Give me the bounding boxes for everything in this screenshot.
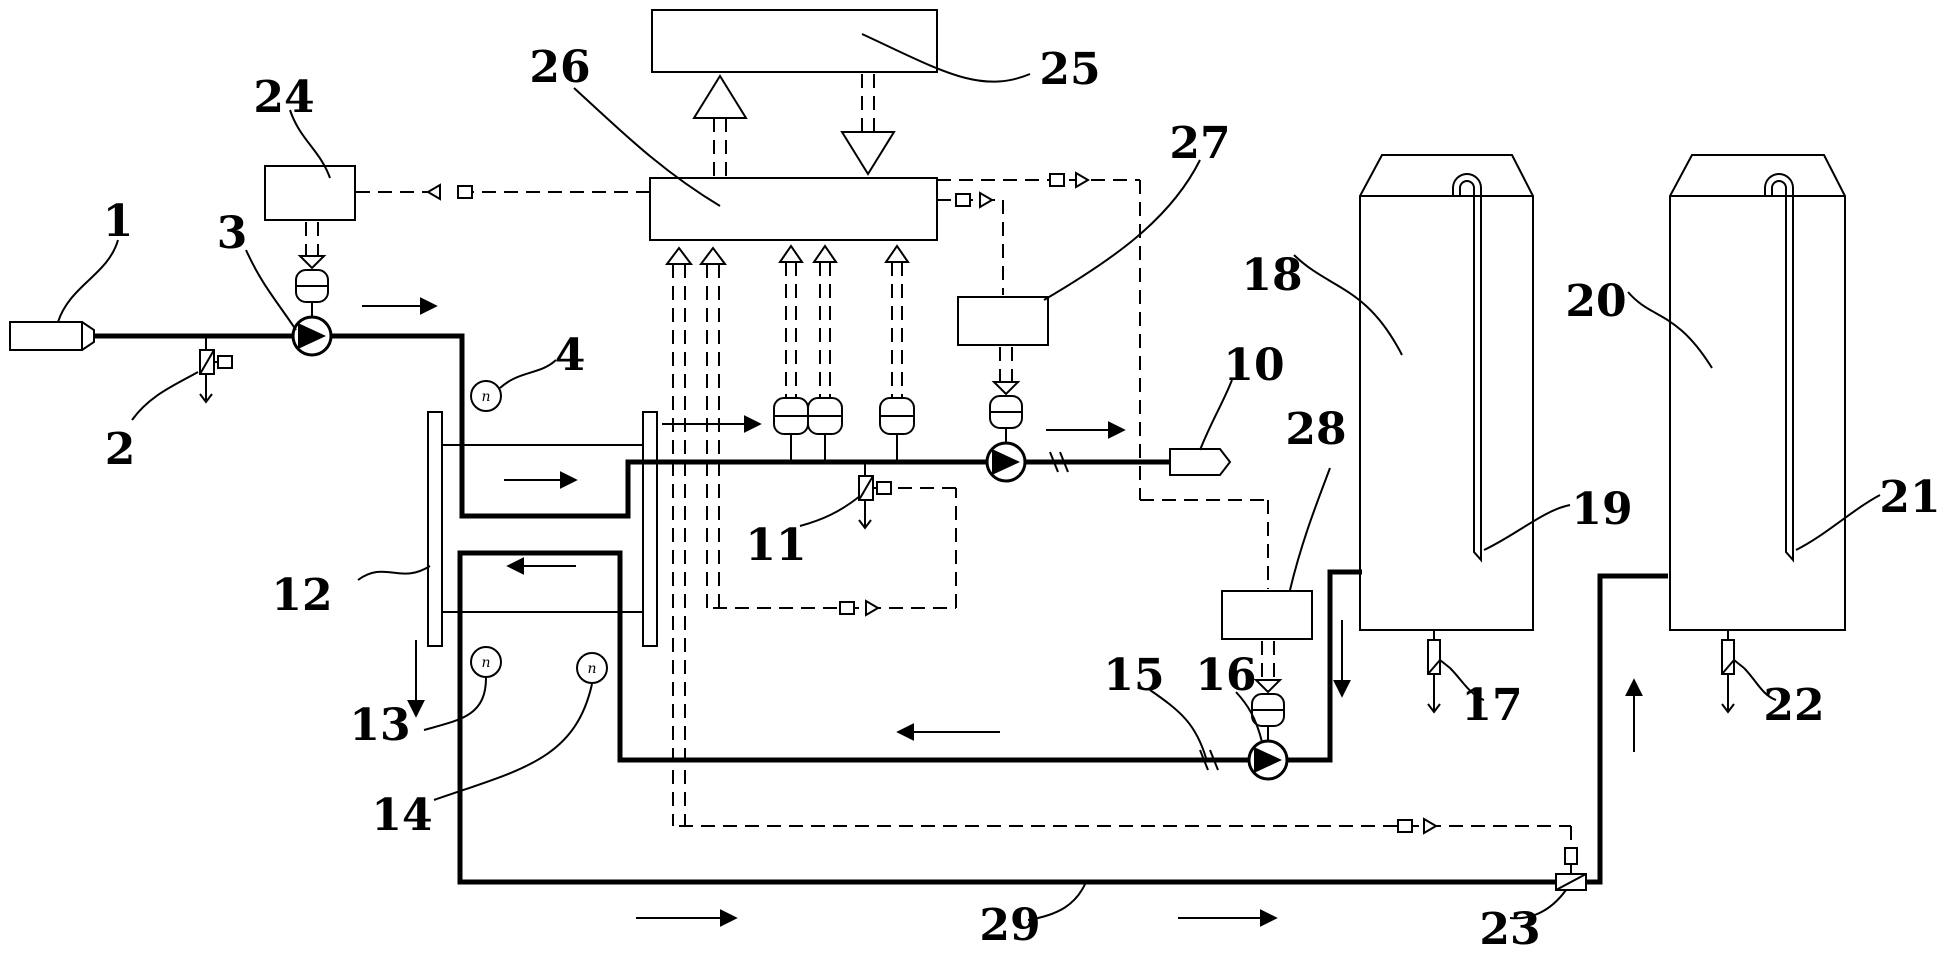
label-24: 24 (253, 72, 314, 123)
valve-11 (858, 462, 892, 530)
label-28: 28 (1285, 404, 1346, 455)
check-valve-15 (1199, 749, 1219, 771)
tank-20 (1669, 154, 1846, 714)
pump-main (985, 347, 1027, 483)
box-28 (1221, 590, 1313, 640)
arrow-25-to-26 (840, 74, 896, 176)
label-29: 29 (979, 900, 1040, 951)
label-11: 11 (745, 520, 806, 571)
pump-3 (291, 222, 333, 357)
label-14: 14 (371, 790, 432, 841)
label-2: 2 (105, 424, 136, 475)
label-25: 25 (1039, 44, 1100, 95)
label-15: 15 (1103, 650, 1164, 701)
label-12: 12 (271, 570, 332, 621)
label-19: 19 (1571, 484, 1632, 535)
label-26: 26 (529, 42, 590, 93)
label-4: 4 (555, 330, 586, 381)
gauge-14: n (576, 652, 608, 684)
label-13: 13 (349, 700, 410, 751)
inlet-nozzle-1 (9, 321, 83, 351)
box-24 (264, 165, 356, 221)
label-1: 1 (103, 196, 134, 247)
label-23: 23 (1479, 904, 1540, 953)
number-labels: 1 2 3 4 10 11 12 13 14 15 16 17 18 19 20… (103, 42, 1941, 953)
label-10: 10 (1223, 340, 1284, 391)
svg-text:n: n (481, 655, 490, 671)
label-22: 22 (1763, 680, 1824, 731)
gauge-13: n (470, 646, 502, 678)
leader-lines (57, 33, 1881, 921)
pipe-return (457, 550, 1668, 885)
gauge-4: n (470, 380, 502, 412)
valve-23 (1555, 847, 1587, 891)
label-27: 27 (1169, 118, 1230, 169)
sensor-group (773, 397, 915, 462)
label-16: 16 (1195, 650, 1256, 701)
svg-text:n: n (587, 661, 596, 677)
check-valve-line (1049, 451, 1069, 473)
pump-16 (1247, 641, 1289, 781)
box-25 (651, 9, 938, 73)
outlet-nozzle-10 (1169, 448, 1232, 476)
arrow-26-to-25 (692, 74, 748, 176)
box-26 (649, 177, 938, 241)
valve-2 (199, 336, 233, 404)
heat-exchanger-12 (427, 411, 658, 647)
signal-lines (356, 171, 1572, 848)
box-27 (957, 296, 1049, 346)
label-21: 21 (1879, 472, 1940, 523)
tank-18 (1359, 154, 1534, 714)
svg-text:n: n (481, 389, 490, 405)
label-3: 3 (217, 208, 248, 259)
flow-arrows (362, 297, 1643, 927)
label-20: 20 (1565, 276, 1626, 327)
label-17: 17 (1461, 680, 1522, 731)
label-18: 18 (1241, 250, 1302, 301)
